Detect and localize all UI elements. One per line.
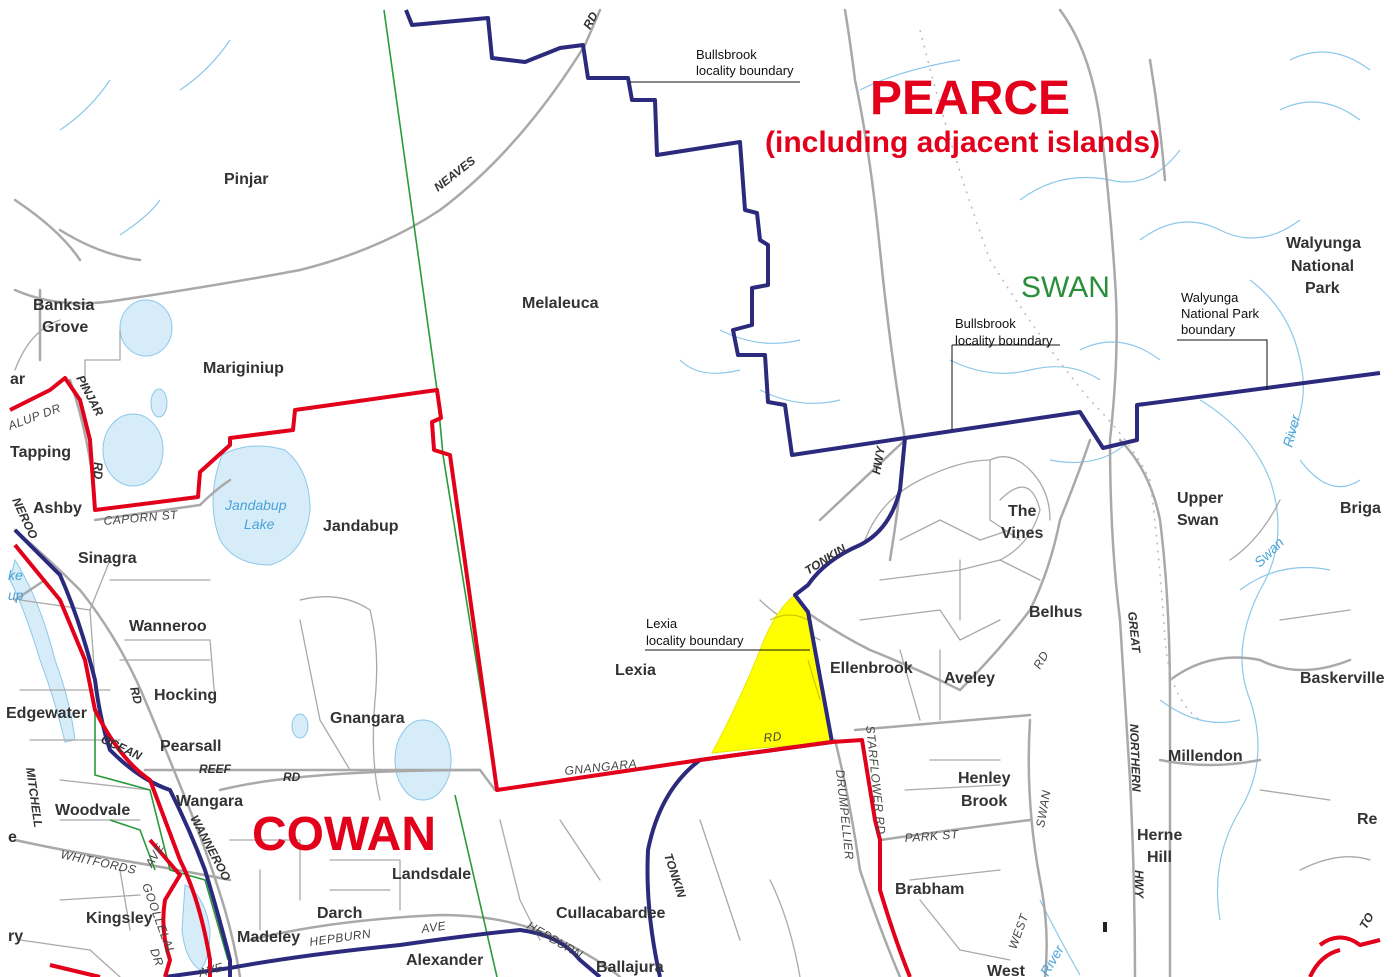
suburb-ballajura: Ballajura: [596, 959, 664, 976]
suburb-kingsley: Kingsley: [86, 910, 153, 927]
suburb-fragment-e: e: [8, 829, 17, 846]
bullsbrook-annotation-top: Bullsbrook: [696, 47, 757, 62]
suburb-sinagra: Sinagra: [78, 550, 137, 567]
suburb-madeley: Madeley: [237, 929, 300, 946]
suburb-brigadoon: Briga: [1340, 500, 1381, 517]
suburb-alexander: Alexander: [406, 952, 483, 969]
streams: [59, 39, 1371, 976]
suburb-wangara: Wangara: [176, 793, 243, 810]
suburb-wanneroo: Wanneroo: [129, 618, 207, 635]
suburb-banksia-grove-2: Grove: [42, 319, 88, 336]
road-label-wanneroo-rd: RD: [127, 685, 145, 706]
suburb-walyunga: Walyunga: [1286, 235, 1361, 252]
lga-swan-label: SWAN: [1021, 271, 1110, 304]
road-label-swan-road: SWAN: [1033, 789, 1053, 829]
suburb-brabham: Brabham: [895, 881, 964, 898]
suburb-lexia: Lexia: [615, 662, 656, 679]
suburb-mariginiup: Mariginiup: [203, 360, 284, 377]
water-label-lake-frag-2: up: [8, 587, 24, 603]
suburb-the-vines-2: Vines: [1001, 525, 1044, 542]
suburb-tapping: Tapping: [10, 444, 71, 461]
annotation-lines: [630, 81, 1268, 651]
road-label-tonkin-hwy: HWY: [869, 445, 888, 476]
road-label-hepburn-ave: AVE: [419, 919, 447, 937]
road-label-reef-rd: RD: [283, 770, 301, 784]
suburb-upper-swan: Upper: [1177, 490, 1223, 507]
pearce-boundary: [13, 9, 1381, 977]
suburb-baskerville: Baskerville: [1300, 670, 1385, 687]
walyunga-annotation: Walyunga: [1181, 290, 1239, 305]
suburb-pinjar: Pinjar: [224, 171, 268, 188]
suburb-woodvale: Woodvale: [55, 802, 130, 819]
suburb-belhus: Belhus: [1029, 604, 1082, 621]
water-label-jandabup: Jandabup: [224, 497, 287, 513]
walyunga-annotation-3: boundary: [1181, 322, 1236, 337]
suburb-cullacabardee: Cullacabardee: [556, 905, 665, 922]
water-label-lake: Lake: [244, 516, 275, 532]
road-label-hwy: HWY: [1132, 870, 1146, 899]
bullsbrook-annotation-mid: Bullsbrook: [955, 316, 1016, 331]
suburb-labels: Pinjar Banksia Grove Mariginiup Tapping …: [6, 171, 1385, 977]
lexia-annotation-2: locality boundary: [646, 633, 744, 648]
suburb-henley-brook: Henley: [958, 770, 1011, 787]
suburb-ashby: Ashby: [33, 500, 82, 517]
road-label-ave-bottom: AVE: [196, 960, 225, 977]
road-label-gnangara-rd: RD: [763, 729, 783, 745]
bullsbrook-annotation-top-2: locality boundary: [696, 63, 794, 78]
suburb-landsdale: Landsdale: [392, 866, 471, 883]
lakes: [9, 299, 452, 971]
suburb-melaleuca: Melaleuca: [522, 295, 599, 312]
map-marker: [1103, 922, 1107, 932]
suburb-walyunga-2: National: [1291, 258, 1354, 275]
road-label-park-st: PARK ST: [904, 827, 960, 845]
bullsbrook-annotation-mid-2: locality boundary: [955, 333, 1053, 348]
suburb-herne-hill: Herne: [1137, 827, 1182, 844]
pearce-title: PEARCE: [870, 72, 1070, 125]
pearce-subtitle: (including adjacent islands): [765, 126, 1160, 159]
suburb-fragment-ry: ry: [8, 928, 23, 945]
suburb-ellenbrook: Ellenbrook: [830, 660, 913, 677]
suburb-pearsall: Pearsall: [160, 738, 221, 755]
railway-line: [919, 29, 1201, 721]
suburb-fragment-ar: ar: [10, 371, 25, 388]
water-label-lake-frag: ke: [8, 567, 23, 583]
suburb-darch: Darch: [317, 905, 362, 922]
suburb-west-swan: West: [987, 963, 1026, 977]
cowan-boundary: [9, 376, 1381, 977]
road-label-northern: NORTHERN: [1127, 724, 1143, 793]
lexia-annotation: Lexia: [646, 616, 678, 631]
suburb-aveley: Aveley: [944, 670, 995, 687]
cowan-title: COWAN: [252, 808, 436, 861]
suburb-upper-swan-2: Swan: [1177, 512, 1219, 529]
suburb-gnangara: Gnangara: [330, 710, 405, 727]
suburb-millendon: Millendon: [1168, 748, 1243, 765]
suburb-jandabup: Jandabup: [323, 518, 399, 535]
road-label-great: GREAT: [1125, 611, 1143, 655]
suburb-edgewater: Edgewater: [6, 705, 87, 722]
suburb-hocking: Hocking: [154, 687, 217, 704]
road-label-goollelal-dr: DR: [147, 946, 166, 968]
suburb-banksia-grove: Banksia: [33, 297, 94, 314]
suburb-walyunga-3: Park: [1305, 280, 1340, 297]
suburb-the-vines: The: [1008, 503, 1037, 520]
road-label-pinjar-rd: RD: [91, 462, 105, 480]
suburb-herne-hill-2: Hill: [1147, 849, 1172, 866]
road-label-reef: REEF: [199, 762, 232, 776]
highlight-interior-road: [769, 614, 821, 701]
walyunga-annotation-2: National Park: [1181, 306, 1260, 321]
lexia-highlight-area: [711, 594, 833, 754]
suburb-henley-brook-2: Brook: [961, 793, 1007, 810]
road-label-caporn: CAPORN ST: [103, 507, 180, 528]
suburb-red-hill: Re: [1357, 811, 1378, 828]
